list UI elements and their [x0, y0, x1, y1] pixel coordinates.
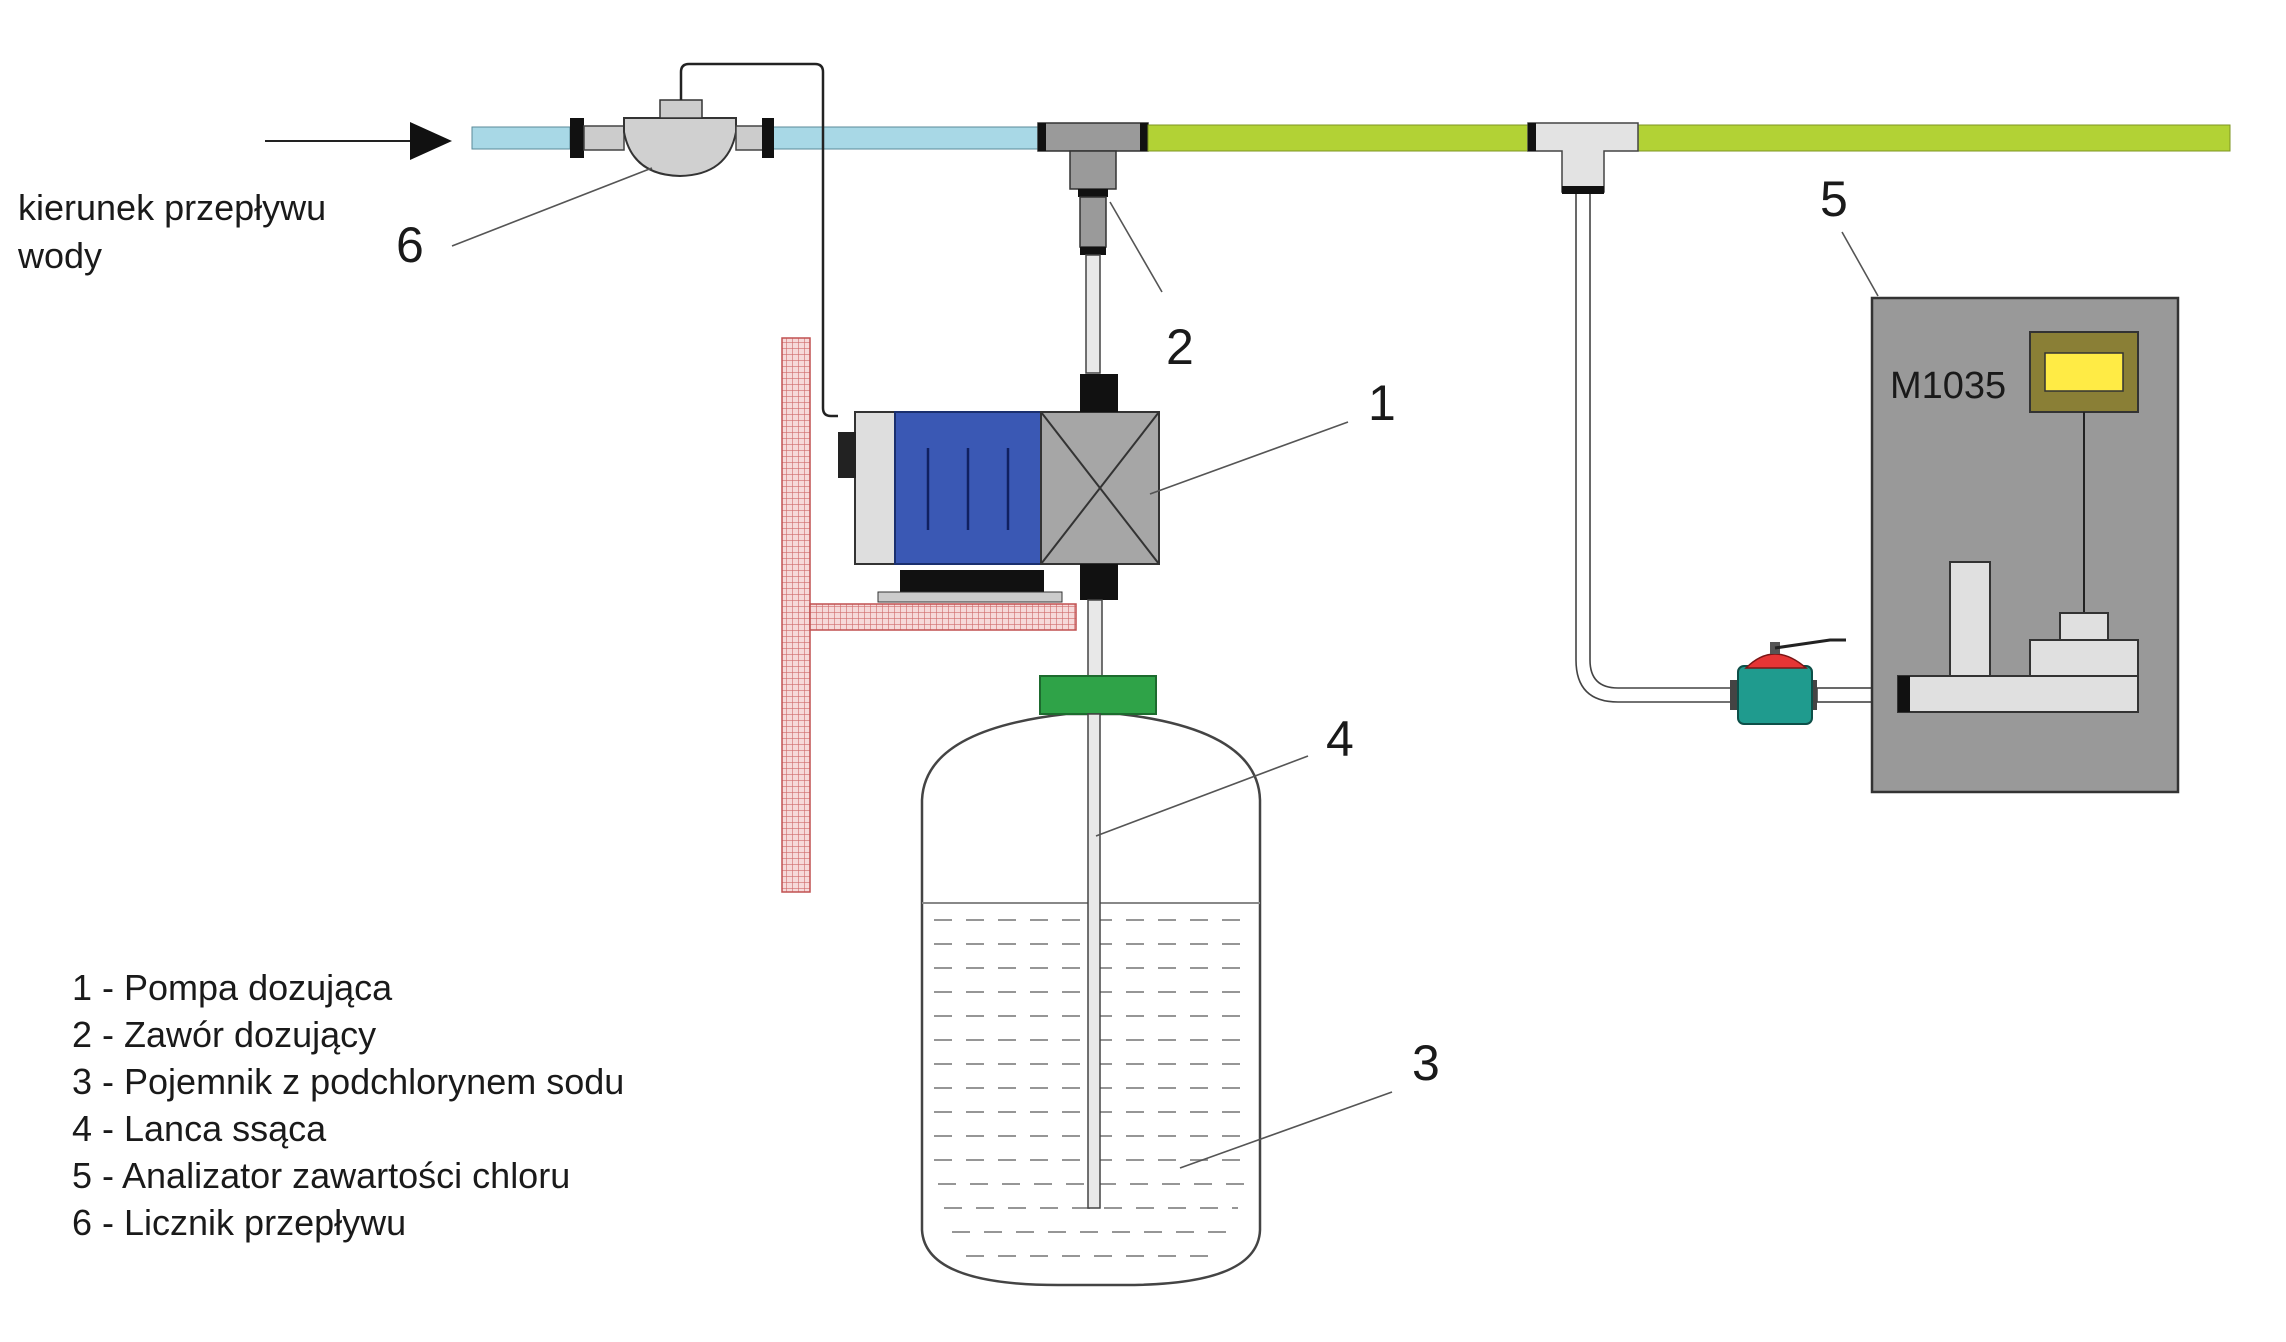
injection-tee — [1037, 122, 1149, 255]
legend-item-6: 6 - Licznik przepływu — [72, 1202, 406, 1243]
legend-item-1: 1 - Pompa dozująca — [72, 967, 393, 1008]
wall-bracket — [781, 337, 1077, 893]
flow-direction-label-line2: wody — [17, 235, 102, 276]
callout-3: 3 — [1412, 1035, 1440, 1091]
legend-item-2: 2 - Zawór dozujący — [72, 1014, 376, 1055]
callout-4: 4 — [1326, 711, 1354, 767]
suction-line — [1087, 599, 1103, 681]
liquid-level-lines — [934, 919, 1248, 1257]
flow-meter — [570, 62, 838, 418]
inlet-pipe — [471, 126, 1039, 150]
chlorine-analyzer — [1870, 296, 2180, 794]
flow-direction-arrow — [265, 122, 452, 160]
callout-5: 5 — [1820, 171, 1848, 227]
legend-item-4: 4 - Lanca ssąca — [72, 1108, 327, 1149]
callout-1: 1 — [1368, 375, 1396, 431]
dosing-pump — [838, 374, 1160, 603]
legend-item-5: 5 - Analizator zawartości chloru — [72, 1155, 570, 1196]
legend: 1 - Pompa dozująca 2 - Zawór dozujący 3 … — [72, 967, 624, 1243]
callout-2: 2 — [1166, 319, 1194, 375]
flow-direction-label-line1: kierunek przepływu — [18, 187, 326, 228]
ball-valve — [1730, 638, 1846, 725]
analyzer-model-label: M1035 — [1890, 365, 2006, 407]
sample-tee — [1527, 122, 1639, 194]
dosing-line — [1085, 254, 1101, 374]
callout-leaders — [451, 167, 1879, 1169]
treated-pipe — [1147, 124, 2231, 152]
callout-6: 6 — [396, 217, 424, 273]
suction-lance — [1087, 713, 1101, 1209]
sample-line — [1575, 194, 1882, 703]
legend-item-3: 3 - Pojemnik z podchlorynem sodu — [72, 1061, 624, 1102]
